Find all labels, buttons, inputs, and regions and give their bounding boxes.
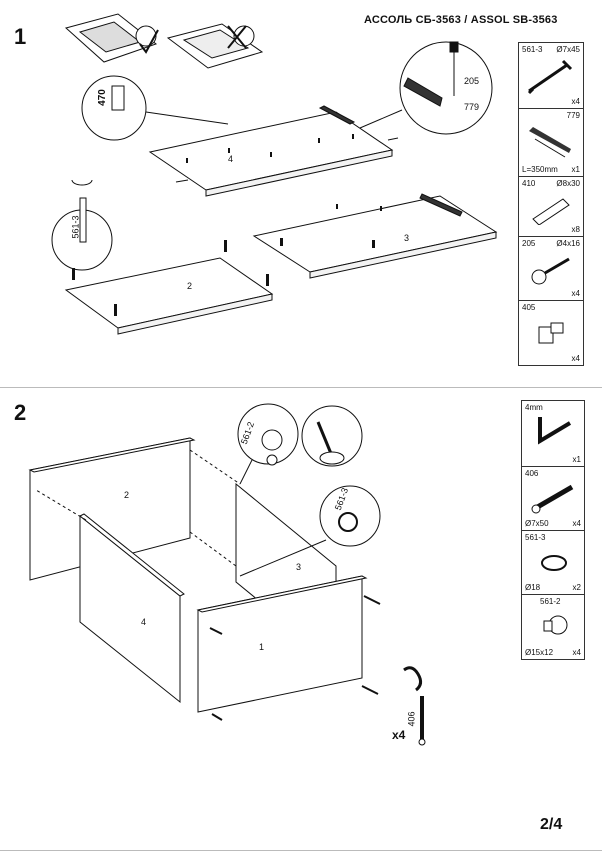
part-qty: x4 xyxy=(571,354,580,363)
part-qty: x2 xyxy=(572,583,581,592)
rail-callout-bubble xyxy=(399,41,493,135)
confirmat-screw-icon xyxy=(531,484,574,514)
quantity-callout: x4 xyxy=(392,728,406,742)
panel-1-label: 1 xyxy=(259,642,265,652)
part-size: Ø4x16 xyxy=(556,239,580,248)
panel-3-label: 3 xyxy=(404,233,410,243)
part-code: 405 xyxy=(522,303,536,312)
panel-4-label: 4 xyxy=(228,154,234,164)
incorrect-placement-icon xyxy=(166,23,264,69)
page-bottom-rule xyxy=(0,850,602,851)
part-qty: x4 xyxy=(571,289,580,298)
part-code: 4mm xyxy=(525,403,543,412)
hex-key-icon xyxy=(538,417,572,445)
parts-row: 405 x4 xyxy=(519,301,583,365)
screw-icon xyxy=(531,257,570,285)
part-code: 410 xyxy=(522,179,536,188)
shelf-support-icon xyxy=(538,322,564,344)
part-code: 561-3 xyxy=(525,533,546,542)
part-size: Ø7x45 xyxy=(556,45,580,54)
parts-row: 561-3 Ø7x45 x4 xyxy=(519,43,583,109)
part-qty: x4 xyxy=(572,519,581,528)
part-size: L=350mm xyxy=(522,165,558,174)
parts-row: 410 Ø8x30 x8 xyxy=(519,177,583,237)
step-2-number: 2 xyxy=(14,400,27,425)
screwdriver-callout-bubble xyxy=(301,405,363,467)
part-size: Ø15x12 xyxy=(525,648,554,657)
part-qty: x1 xyxy=(572,455,581,464)
front-panel-1 xyxy=(197,575,363,713)
step-2-parts-list: 4mm x1 406 Ø7x50 x4 561-3 Ø18 x2 561-2 Ø… xyxy=(521,400,585,660)
dowel-callout-label: 470 xyxy=(96,89,108,106)
panel-2-label: 2 xyxy=(124,490,130,500)
drawer-rail-icon xyxy=(529,127,571,158)
part-qty: x1 xyxy=(571,165,580,174)
panel-4-label: 4 xyxy=(141,617,147,627)
section-divider xyxy=(0,387,602,388)
part-qty: x4 xyxy=(571,97,580,106)
product-title: АССОЛЬ СБ-3563 / ASSOL SB-3563 xyxy=(364,14,558,26)
part-code: 561-3 xyxy=(522,45,543,54)
step-1-parts-list: 561-3 Ø7x45 x4 779 L=350mm x1 410 Ø8x30 … xyxy=(518,42,584,366)
part-size: Ø18 xyxy=(525,583,541,592)
panel-2-label: 2 xyxy=(187,281,193,291)
cam-bolt-icon xyxy=(527,59,573,95)
step-1-illustration xyxy=(51,13,498,335)
parts-row: 561-3 Ø18 x2 xyxy=(522,531,584,595)
part-code: 779 xyxy=(566,111,580,120)
cam-bolt-icon xyxy=(541,555,567,571)
parts-row: 205 Ø4x16 x4 xyxy=(519,237,583,301)
confirmat-callout-label: 406 xyxy=(406,711,417,727)
part-qty: x8 xyxy=(571,225,580,234)
part-qty: x4 xyxy=(572,648,581,657)
part-code: 205 xyxy=(522,239,536,248)
part-code: 561-2 xyxy=(540,597,561,606)
wooden-dowel-icon xyxy=(532,198,570,225)
page-number: 2/4 xyxy=(540,816,563,833)
part-size: Ø8x30 xyxy=(556,179,580,188)
part-size: Ø7x50 xyxy=(525,519,549,528)
step-1-number: 1 xyxy=(14,24,27,49)
part-code: 406 xyxy=(525,469,539,478)
panel-3-label: 3 xyxy=(296,562,302,572)
step-2-illustration xyxy=(28,403,426,746)
screw-callout-label: 205 xyxy=(464,76,480,86)
correct-placement-icon xyxy=(64,13,159,63)
cam-lock-icon xyxy=(543,615,568,635)
cam-bolt-callout-label: 561-3 xyxy=(70,215,81,239)
parts-row: 4mm x1 xyxy=(522,401,584,467)
parts-row: 406 Ø7x50 x4 xyxy=(522,467,584,531)
rail-callout-label: 779 xyxy=(464,102,480,112)
parts-row: 779 L=350mm x1 xyxy=(519,109,583,177)
parts-row: 561-2 Ø15x12 x4 xyxy=(522,595,584,659)
